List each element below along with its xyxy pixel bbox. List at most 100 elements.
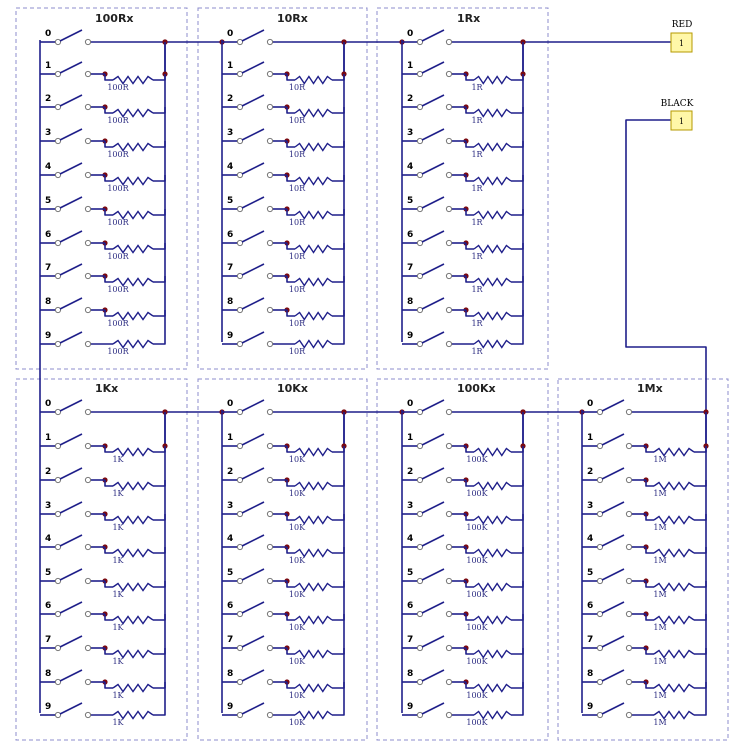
switch-position-4[interactable]: 41K: [40, 514, 166, 565]
switch-contact: [596, 577, 604, 585]
resistor: [294, 548, 333, 558]
switch-position-1[interactable]: 11K: [40, 412, 168, 464]
switch-position-7[interactable]: 71M: [582, 614, 707, 666]
resistor: [112, 683, 154, 693]
switch-position-7[interactable]: 71R: [402, 243, 524, 294]
switch-position-2[interactable]: 21R: [402, 74, 524, 125]
switch-position-4[interactable]: 41R: [402, 141, 524, 193]
red-terminal-box[interactable]: [670, 32, 693, 53]
switch-position-1[interactable]: 11M: [582, 412, 709, 464]
switch-position-5[interactable]: 51K: [40, 547, 166, 599]
deck-box: [15, 7, 188, 370]
switch-position-6[interactable]: 61R: [402, 209, 524, 261]
switch-position-8[interactable]: 81K: [40, 648, 166, 700]
switch-position-8[interactable]: 81R: [402, 276, 524, 328]
resistor: [112, 710, 154, 720]
resistor: [294, 108, 333, 118]
tap-drop: [465, 209, 474, 216]
black-terminal-box[interactable]: [670, 110, 693, 131]
switch-lever: [241, 196, 265, 209]
switch-position-8[interactable]: 81M: [582, 648, 707, 700]
switch-position-5[interactable]: 51R: [402, 175, 524, 227]
red-terminal[interactable]: RED 1: [670, 20, 693, 53]
resistor-label: 100R: [107, 218, 129, 227]
switch-lever: [59, 263, 83, 276]
switch-contact: [54, 644, 62, 652]
switch-contact: [416, 70, 424, 78]
position-label: 8: [407, 297, 413, 307]
switch-position-3[interactable]: 31M: [582, 480, 707, 532]
resistor-label: 100R: [107, 116, 129, 125]
switch-lever: [241, 702, 265, 715]
switch-contact: [596, 408, 604, 416]
resistor: [473, 481, 512, 491]
switch-position-4[interactable]: 41M: [582, 514, 707, 565]
resistor: [653, 548, 695, 558]
switch-position-6[interactable]: 61M: [582, 581, 707, 632]
switch-position-3[interactable]: 31K: [40, 480, 166, 532]
switch-position-0[interactable]: 0: [222, 399, 347, 416]
switch-position-0[interactable]: 0: [222, 29, 347, 46]
black-terminal[interactable]: BLACK 1: [661, 99, 694, 131]
switch-position-0[interactable]: 0: [40, 399, 168, 416]
switch-position-0[interactable]: 0: [40, 29, 168, 46]
switch-position-2[interactable]: 21M: [582, 446, 707, 498]
switch-position-5[interactable]: 51M: [582, 547, 707, 599]
switch-lever: [421, 230, 445, 243]
switch-position-9[interactable]: 91K: [40, 682, 166, 727]
switch-position-7[interactable]: 71K: [40, 614, 166, 666]
switch-contact: [266, 239, 274, 247]
position-label: 7: [45, 635, 51, 645]
switch-lever: [241, 29, 265, 42]
switch-position-9[interactable]: 91M: [582, 682, 707, 727]
switch-position-3[interactable]: 31R: [402, 107, 524, 159]
switch-position-0[interactable]: 0: [402, 29, 526, 46]
switch-contact: [236, 678, 244, 686]
switch-position-9[interactable]: 91R: [402, 310, 524, 356]
switch-position-0[interactable]: 0: [402, 399, 526, 416]
resistor-label: 10K: [289, 455, 306, 464]
switch-position-6[interactable]: 61K: [40, 581, 166, 632]
switch-lever: [241, 61, 265, 74]
switch-position-0[interactable]: 0: [582, 399, 709, 416]
switch-position-2[interactable]: 21K: [40, 446, 166, 498]
switch-contact: [84, 70, 92, 78]
switch-position-1[interactable]: 11R: [402, 42, 526, 92]
